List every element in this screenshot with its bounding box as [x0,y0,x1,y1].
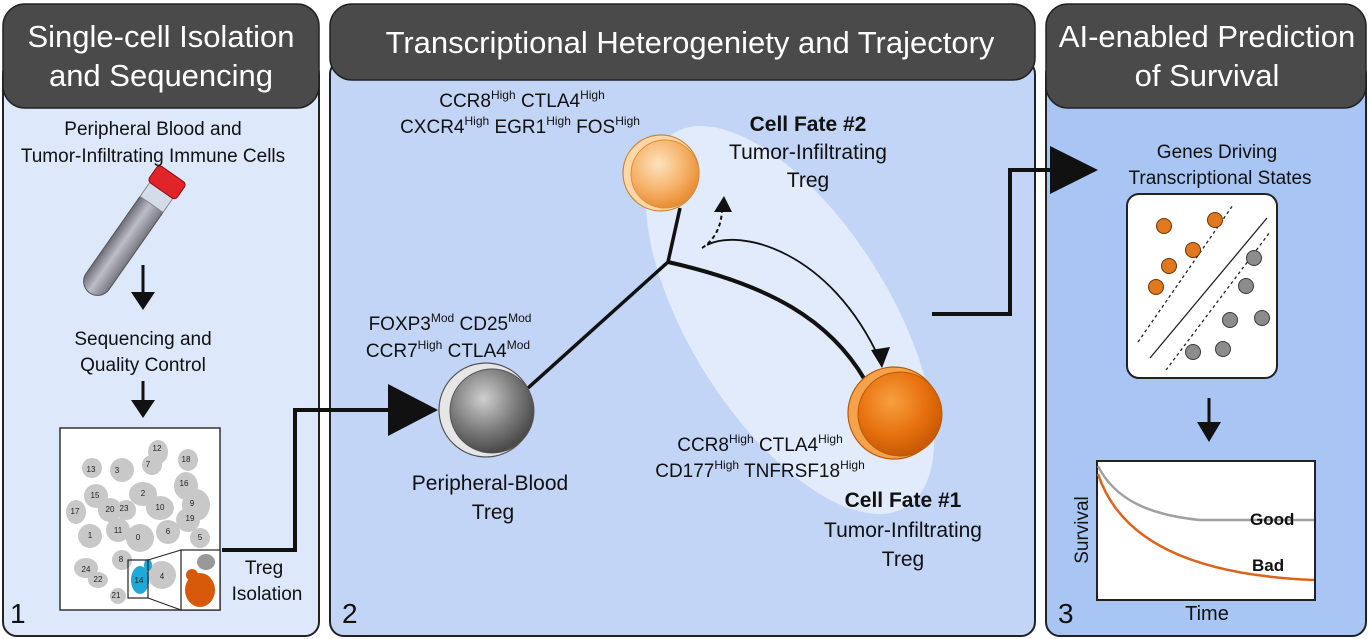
tsne-cluster-label: 11 [114,526,123,535]
panel-3-title-line2: of Survival [1135,58,1280,93]
panel-3-header [1045,3,1367,109]
tsne-cluster-label: 23 [120,504,129,513]
tsne-cluster-label: 10 [156,503,165,512]
bad-survival-curve [1096,473,1315,582]
tsne-cluster-label: 13 [87,465,96,474]
tsne-cluster-label: 14 [135,576,144,585]
trajectory-branch-fate1 [667,260,867,382]
fate2-label-line2: Treg [787,169,829,192]
panel-1-number: 1 [10,598,26,629]
peripheral-blood-treg-cell [438,362,535,458]
tsne-cluster-label: 4 [160,572,165,581]
test-tube-icon [83,165,186,296]
tsne-cluster-label: 2 [141,489,146,498]
classification-plot [1126,193,1278,379]
tsne-cluster-label: 8 [119,555,124,564]
fate1-label-line2: Treg [882,548,924,571]
arrow-head-2 [131,400,155,418]
transition-arrowhead [871,347,890,368]
source-label-line2: Tumor-Infiltrating Immune Cells [21,146,285,167]
panel-3-number: 3 [1058,598,1074,629]
fate2-label-line1: Tumor-Infiltrating [729,141,887,164]
tsne-cluster-label: 21 [112,591,121,600]
source-label-line1: Peripheral Blood and [64,119,241,140]
treg-isolation-arrowhead [388,384,438,436]
fate2-markers-line1: CCR8High CTLA4High [439,88,605,112]
cell-fate-1-treg-cell [847,366,943,460]
survival-y-axis-label: Survival [1072,496,1093,564]
tsne-cluster-label: 12 [153,444,162,453]
tsne-cluster-label: 3 [115,466,120,475]
pb-markers-line2: CCR7High CTLA4Mod [366,338,530,362]
fate2-markers-line2: CXCR4High EGR1High FOSHigh [400,114,640,138]
pb-markers-line1: FOXP3Mod CD25Mod [369,311,532,335]
tsne-cluster-label: 15 [91,491,100,500]
panel-2-header [329,3,1036,81]
cell-fate-2-treg-cell [622,134,700,212]
fate1-label-line1: Tumor-Infiltrating [824,519,982,542]
panel-1-title-line1: Single-cell Isolation [27,19,294,54]
panel2-to-panel3-arrowhead [1050,146,1098,194]
treg-isolation-connector [222,408,390,552]
tsne-cluster-label: 24 [82,565,91,574]
panel-1-header [2,3,320,109]
dashed-arrowhead [714,196,732,212]
trajectory-branch-fate2 [666,207,682,263]
tsne-cluster-label: 22 [94,575,103,584]
step-label-line2: Quality Control [80,355,206,376]
panel2-to-panel3-connector [932,168,1052,316]
tsne-cluster-label: 20 [106,505,115,514]
fate1-title: Cell Fate #1 [845,489,962,512]
tsne-cluster-label: 7 [146,460,151,469]
panel-1-title-line2: and Sequencing [49,58,273,93]
tsne-cluster-label: 1 [88,531,93,540]
tsne-cluster-label: 6 [166,527,171,536]
good-survival-curve [1096,465,1314,522]
transition-arrow-fate2-to-fate1 [706,238,881,361]
pb-treg-label-line2: Treg [472,501,514,524]
arrow-head-1 [131,292,155,310]
tsne-cluster-label: 0 [136,533,141,542]
survival-plot: Good Bad Survival Time [1072,460,1316,625]
tsne-cluster-label: 16 [180,479,189,488]
fate1-markers-line2: CD177High TNFRSF18High [655,458,865,482]
trajectory-trunk [526,260,670,390]
tsne-cluster-label: 18 [182,455,191,464]
tsne-cluster-label: 17 [71,507,80,516]
step-label-line1: Sequencing and [74,329,211,350]
pb-treg-label-line1: Peripheral-Blood [412,472,568,495]
tsne-cluster-label: 9 [190,499,195,508]
genes-label-line1: Genes Driving [1157,142,1277,163]
tsne-cluster-label: 5 [198,533,203,542]
tsne-cluster-label: 19 [186,514,195,523]
fate1-markers-line1: CCR8High CTLA4High [677,432,843,456]
isolation-label-line2: Isolation [232,584,303,605]
dashed-arrow-to-fate2 [701,207,723,249]
bad-curve-label: Bad [1252,556,1284,575]
panel-2-title: Transcriptional Heterogeniety and Trajec… [386,25,995,60]
arrow-head-3 [1197,422,1221,442]
good-curve-label: Good [1250,510,1294,529]
panel-3-title-line1: AI-enabled Prediction [1059,19,1355,54]
survival-x-axis-label: Time [1185,603,1229,625]
fate2-title: Cell Fate #2 [750,113,867,136]
panel-2-number: 2 [342,598,358,629]
genes-label-line2: Transcriptional States [1128,168,1311,189]
isolation-label-line1: Treg [245,558,283,579]
